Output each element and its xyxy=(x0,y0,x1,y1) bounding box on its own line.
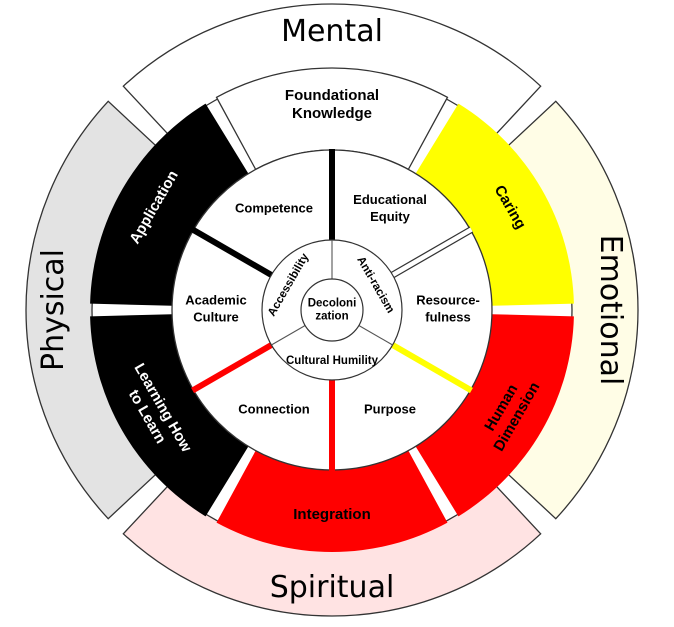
colored-segment-human-dimension: HumanDimension xyxy=(415,314,574,517)
colored-segment-shape xyxy=(90,103,249,306)
middle-segment-cultural-humility: Cultural Humility xyxy=(271,325,379,367)
middle-divider xyxy=(358,325,393,346)
white-segment-purpose: Purpose xyxy=(329,380,416,471)
white-segment-competence: Competence xyxy=(235,149,335,240)
outer-label-mental: Mental xyxy=(281,14,383,49)
outer-label-spiritual: Spiritual xyxy=(270,570,395,605)
white-label-connection: Connection xyxy=(238,402,310,417)
white-label-purpose: Purpose xyxy=(364,402,416,417)
segment-divider-fill xyxy=(391,227,473,277)
outer-segment-physical: Physical xyxy=(25,100,158,520)
outer-label-physical: Physical xyxy=(36,249,71,371)
white-label-competence: Competence xyxy=(235,201,313,216)
white-segment-connection: Connection xyxy=(191,342,310,417)
colored-segment-shape xyxy=(415,103,574,306)
colored-segment-caring: Caring xyxy=(415,103,574,306)
segment-divider xyxy=(191,226,273,278)
colored-segment-shape xyxy=(90,314,249,517)
colored-segment-integration: Integration xyxy=(216,450,448,552)
colored-segment-learning-how-to-learn: Learning Howto Learn xyxy=(90,314,249,517)
white-label-resourcefulness: Resource-fulness xyxy=(416,293,480,325)
segment-divider xyxy=(191,342,273,394)
colored-segment-application: Application xyxy=(90,103,249,306)
outer-segment-emotional: Emotional xyxy=(506,100,639,520)
white-segment-resourcefulness: Resource-fulness xyxy=(391,293,480,394)
middle-label-cultural-humility: Cultural Humility xyxy=(286,355,379,367)
center-circle-shape xyxy=(300,278,364,342)
colored-segment-shape xyxy=(415,314,574,517)
colored-segment-shape xyxy=(216,450,448,552)
middle-divider xyxy=(271,325,306,346)
segment-divider xyxy=(391,342,473,394)
colored-label-integration: Integration xyxy=(293,506,371,523)
outer-label-emotional: Emotional xyxy=(594,235,629,386)
